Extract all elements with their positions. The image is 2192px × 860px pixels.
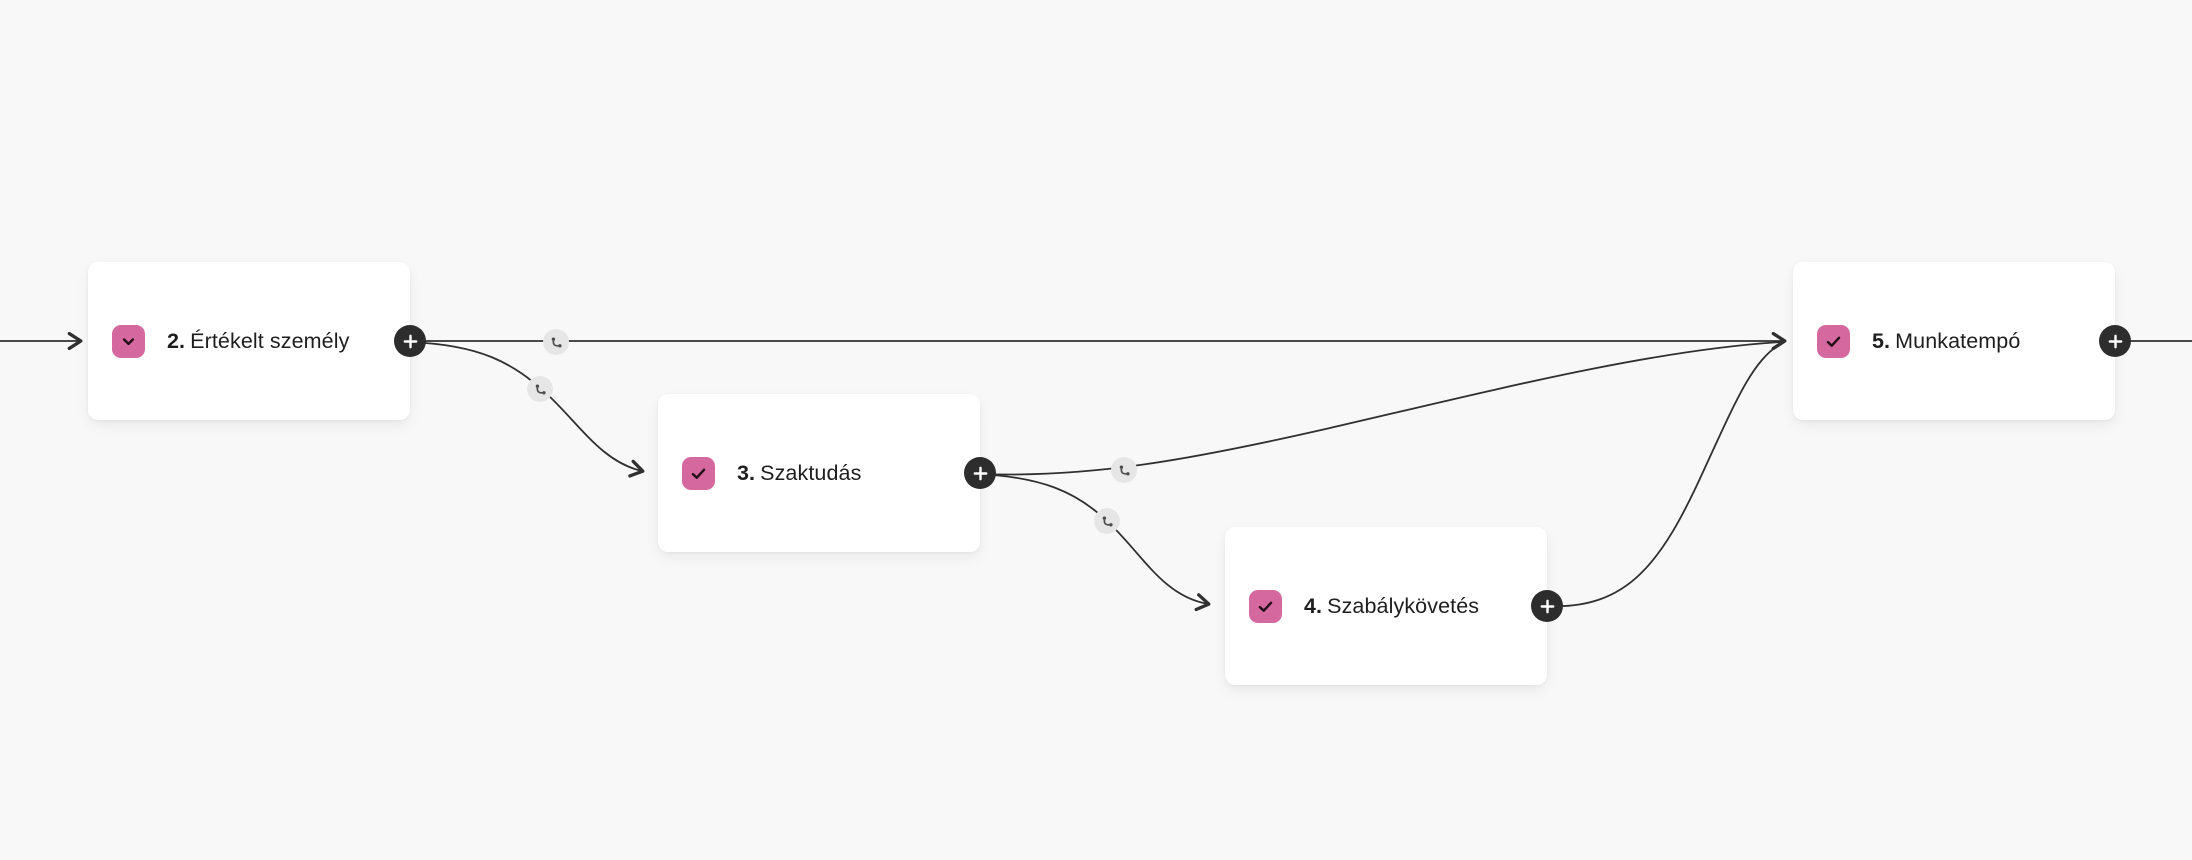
branch-icon-button-node3-node4[interactable] <box>1094 508 1120 534</box>
chevron-down-icon <box>112 324 145 358</box>
plus-icon <box>2108 334 2122 348</box>
branch-icon-button-node2-node5[interactable] <box>543 329 569 355</box>
node-title: Szabálykövetés <box>1327 593 1480 618</box>
node-label: 5.Munkatempó <box>1872 329 2020 354</box>
node-number: 4. <box>1304 593 1323 618</box>
add-connection-button[interactable] <box>2099 325 2131 357</box>
edge-node3-node4 <box>977 473 1211 612</box>
node-title: Munkatempó <box>1895 328 2021 353</box>
plus-icon <box>403 334 417 348</box>
check-icon <box>1249 589 1282 623</box>
node-number: 5. <box>1872 328 1891 353</box>
plus-icon <box>973 466 987 480</box>
flow-node-szabalykovetes[interactable]: 4.Szabálykövetés <box>1225 527 1563 685</box>
node-number: 2. <box>167 328 186 353</box>
branch-icon <box>1119 465 1130 475</box>
node-number: 3. <box>737 460 756 485</box>
add-connection-button[interactable] <box>964 457 996 489</box>
edge-node4-node5 <box>1546 343 1781 608</box>
check-icon <box>1817 324 1850 358</box>
branch-icon <box>535 384 546 394</box>
branch-icon <box>1102 516 1113 526</box>
flow-node-munkatempo[interactable]: 5.Munkatempó <box>1793 262 2131 420</box>
edge-node3-node5 <box>977 341 1782 476</box>
node-title: Értékelt személy <box>190 328 350 353</box>
edge-node2-node3 <box>409 341 645 478</box>
flow-node-ertekelt-szemely[interactable]: 2.Értékelt személy <box>88 262 426 420</box>
check-icon <box>682 456 715 490</box>
node-label: 4.Szabálykövetés <box>1304 594 1479 619</box>
plus-icon <box>1540 599 1554 613</box>
branch-icon-button-node3-node5[interactable] <box>1111 457 1137 483</box>
branch-icon-button-node2-node3[interactable] <box>527 376 553 402</box>
add-connection-button[interactable] <box>394 325 426 357</box>
branch-icon <box>551 337 562 347</box>
node-label: 2.Értékelt személy <box>167 329 349 354</box>
flow-node-szaktudas[interactable]: 3.Szaktudás <box>658 394 996 552</box>
node-title: Szaktudás <box>760 460 862 485</box>
node-label: 3.Szaktudás <box>737 461 861 486</box>
add-connection-button[interactable] <box>1531 590 1563 622</box>
